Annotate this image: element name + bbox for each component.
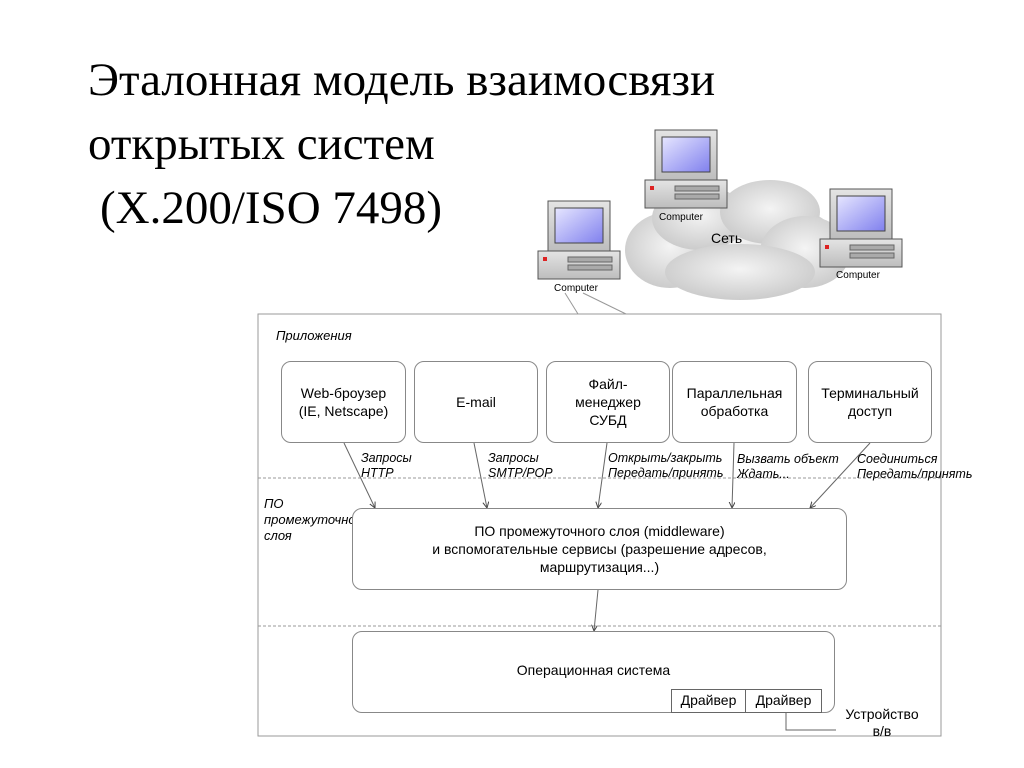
- app-label-line: доступ: [847, 403, 893, 419]
- driver-box: Драйвер: [671, 689, 746, 713]
- request-arrows: [343, 442, 871, 631]
- request-label-line: Запросы: [361, 451, 412, 465]
- computer-label: Computer: [554, 283, 598, 294]
- app-label-line: Web-броузер: [300, 385, 387, 401]
- request-label-line: Передать/принять: [608, 466, 724, 480]
- request-label-line: HTTP: [361, 466, 394, 480]
- device-connector: [785, 713, 836, 731]
- request-label-line: Вызвать объект: [737, 452, 839, 466]
- app-label-line: (IE, Netscape): [298, 403, 389, 419]
- middleware-text-line: маршрутизация...): [539, 559, 660, 575]
- computer-label: Computer: [659, 212, 703, 223]
- app-email: E-mail: [414, 361, 538, 443]
- middleware-layer-label-line: промежуточного: [264, 512, 370, 527]
- request-label-line: Открыть/закрыть: [608, 451, 723, 465]
- title-line-2: открытых систем: [88, 118, 435, 170]
- middleware-layer-label-line: слоя: [264, 528, 292, 543]
- driver-box: Драйвер: [745, 689, 822, 713]
- io-device-label-line: в/в: [872, 723, 892, 739]
- middleware-layer-label: ПО промежуточного слоя: [264, 496, 369, 544]
- app-label-line: обработка: [700, 403, 769, 419]
- app-label-line: Терминальный: [821, 385, 919, 401]
- applications-layer-label: Приложения: [276, 328, 352, 343]
- middleware-box: ПО промежуточного слоя (middleware) и всп…: [352, 508, 847, 590]
- app-label-line: E-mail: [456, 394, 496, 410]
- app-label-line: Параллельная: [686, 385, 783, 401]
- request-label-line: Ждать...: [737, 467, 790, 481]
- app-parallel-processing: Параллельная обработка: [672, 361, 797, 443]
- app-web-browser: Web-броузер (IE, Netscape): [281, 361, 406, 443]
- architecture-panel: [257, 313, 942, 737]
- computer-label: Computer: [836, 270, 880, 281]
- app-label-line: менеджер: [575, 394, 641, 410]
- computer-icon: [537, 200, 621, 280]
- app-label-line: СУБД: [589, 412, 627, 428]
- io-device-label-line: Устройство: [845, 706, 919, 722]
- request-label-line: Соединиться: [857, 452, 938, 466]
- request-label-line: Передать/принять: [857, 467, 973, 481]
- operating-system-box: Операционная система: [352, 631, 835, 713]
- app-terminal-access: Терминальный доступ: [808, 361, 932, 443]
- middleware-text-line: и вспомогательные сервисы (разрешение ад…: [432, 541, 767, 557]
- request-label-line: Запросы: [488, 451, 539, 465]
- middleware-text-line: ПО промежуточного слоя (middleware): [474, 523, 725, 539]
- computer-icon: [819, 188, 903, 268]
- network-label: Сеть: [711, 230, 743, 246]
- operating-system-label: Операционная система: [516, 662, 671, 678]
- title-line-3: (X.200/ISO 7498): [100, 182, 443, 234]
- app-label-line: Файл-: [588, 376, 628, 392]
- request-label-line: SMTP/POP: [488, 466, 553, 480]
- network-connector: [258, 292, 579, 315]
- middleware-layer-label-line: ПО: [264, 496, 284, 511]
- computer-icon: [644, 129, 728, 209]
